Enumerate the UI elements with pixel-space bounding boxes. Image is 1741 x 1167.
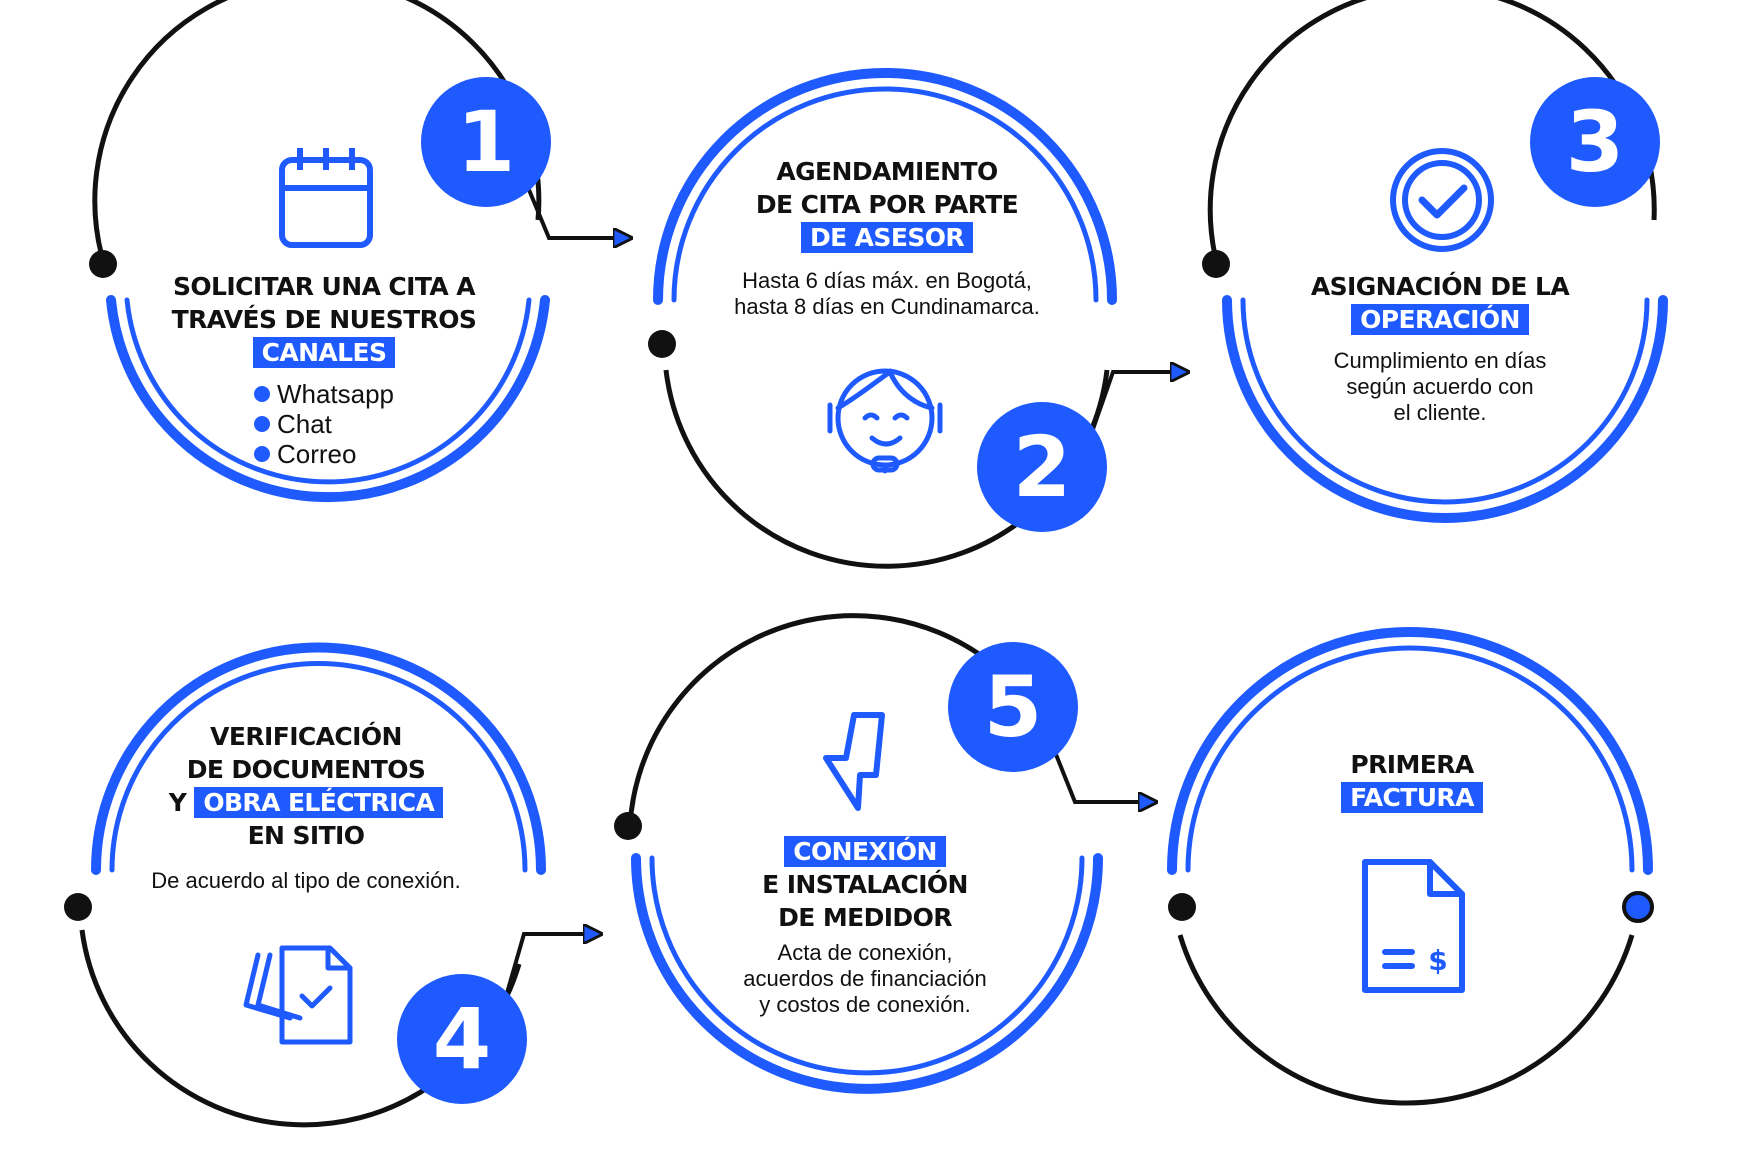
channels-list: Whatsapp Chat Correo xyxy=(253,379,394,469)
step-5-description-line: y costos de conexión. xyxy=(759,992,971,1017)
step-3-description-line: Cumplimiento en días xyxy=(1333,348,1547,373)
step-2-badge: 2 xyxy=(977,402,1107,532)
headset-agent-icon xyxy=(827,368,943,474)
bullet-icon xyxy=(253,446,270,462)
step-6-title-line: PRIMERA xyxy=(1350,750,1474,779)
list-item: Correo xyxy=(253,439,394,469)
step-2-description-line: Hasta 6 días máx. en Bogotá, xyxy=(742,268,1032,293)
step-4-arrow xyxy=(503,934,585,1001)
step-3-badge: 3 xyxy=(1530,77,1660,207)
step-4-highlight: OBRA ELÉCTRICA xyxy=(194,787,444,818)
step-2-arrow xyxy=(1090,372,1172,433)
step-2-content: AGENDAMIENTO DE CITA POR PARTE DE ASESOR… xyxy=(682,155,1092,320)
step-3-content: ASIGNACIÓN DE LA OPERACIÓN Cumplimiento … xyxy=(1240,270,1640,426)
step-1-arrow xyxy=(525,184,615,238)
step-5-arrow xyxy=(1053,751,1140,802)
step-3-title-line: ASIGNACIÓN DE LA xyxy=(1310,272,1570,301)
step-1-highlight: CANALES xyxy=(252,337,396,368)
step-1-title-line: TRAVÉS DE NUESTROS xyxy=(171,305,477,334)
step-5-description-line: Acta de conexión, xyxy=(777,940,953,965)
step-1-content: SOLICITAR UNA CITA A TRAVÉS DE NUESTROS … xyxy=(124,270,524,469)
invoice-icon: $ xyxy=(1362,859,1465,993)
check-circle-icon xyxy=(1390,148,1494,252)
step-5-ring xyxy=(614,613,1103,1094)
step-4-badge: 4 xyxy=(397,974,527,1104)
step-4-title-line: DE DOCUMENTOS xyxy=(186,755,426,784)
step-4-title-line: VERIFICACIÓN xyxy=(210,722,402,751)
verified-documents-icon xyxy=(243,945,353,1045)
step-2-description-line: hasta 8 días en Cundinamarca. xyxy=(734,294,1040,319)
step-5-description-line: acuerdos de financiación xyxy=(743,966,987,991)
svg-text:$: $ xyxy=(1428,944,1447,977)
step-4-title-prefix: Y xyxy=(168,788,187,817)
step-5-highlight: CONEXIÓN xyxy=(784,836,946,867)
list-item: Chat xyxy=(253,409,394,439)
bullet-icon xyxy=(253,386,270,402)
step-3-highlight: OPERACIÓN xyxy=(1351,304,1529,335)
bullet-icon xyxy=(253,416,270,432)
step-3-description-line: el cliente. xyxy=(1393,400,1487,425)
step-4-title-line: EN SITIO xyxy=(247,821,365,850)
step-4-content: VERIFICACIÓN DE DOCUMENTOS Y OBRA ELÉCTR… xyxy=(96,720,516,894)
step-2-highlight: DE ASESOR xyxy=(800,222,974,253)
step-2-title-line: DE CITA POR PARTE xyxy=(755,190,1019,219)
step-5-title-line: E INSTALACIÓN xyxy=(762,870,968,899)
step-3-description-line: según acuerdo con xyxy=(1346,374,1534,399)
step-1-title-line: SOLICITAR UNA CITA A xyxy=(173,272,476,301)
step-6-ring xyxy=(1167,627,1654,1106)
step-1-badge: 1 xyxy=(421,77,551,207)
step-6-highlight: FACTURA xyxy=(1341,782,1483,813)
step-4-description-line: De acuerdo al tipo de conexión. xyxy=(151,868,461,893)
calendar-icon xyxy=(279,148,373,248)
step-2-title-line: AGENDAMIENTO xyxy=(776,157,998,186)
step-5-title-line: DE MEDIDOR xyxy=(778,903,952,932)
step-6-content: PRIMERA FACTURA xyxy=(1212,748,1612,814)
step-5-badge: 5 xyxy=(948,642,1078,772)
lightning-bolt-icon xyxy=(823,712,885,811)
list-item: Whatsapp xyxy=(253,379,394,409)
step-5-content: CONEXIÓN E INSTALACIÓN DE MEDIDOR Acta d… xyxy=(660,835,1070,1018)
